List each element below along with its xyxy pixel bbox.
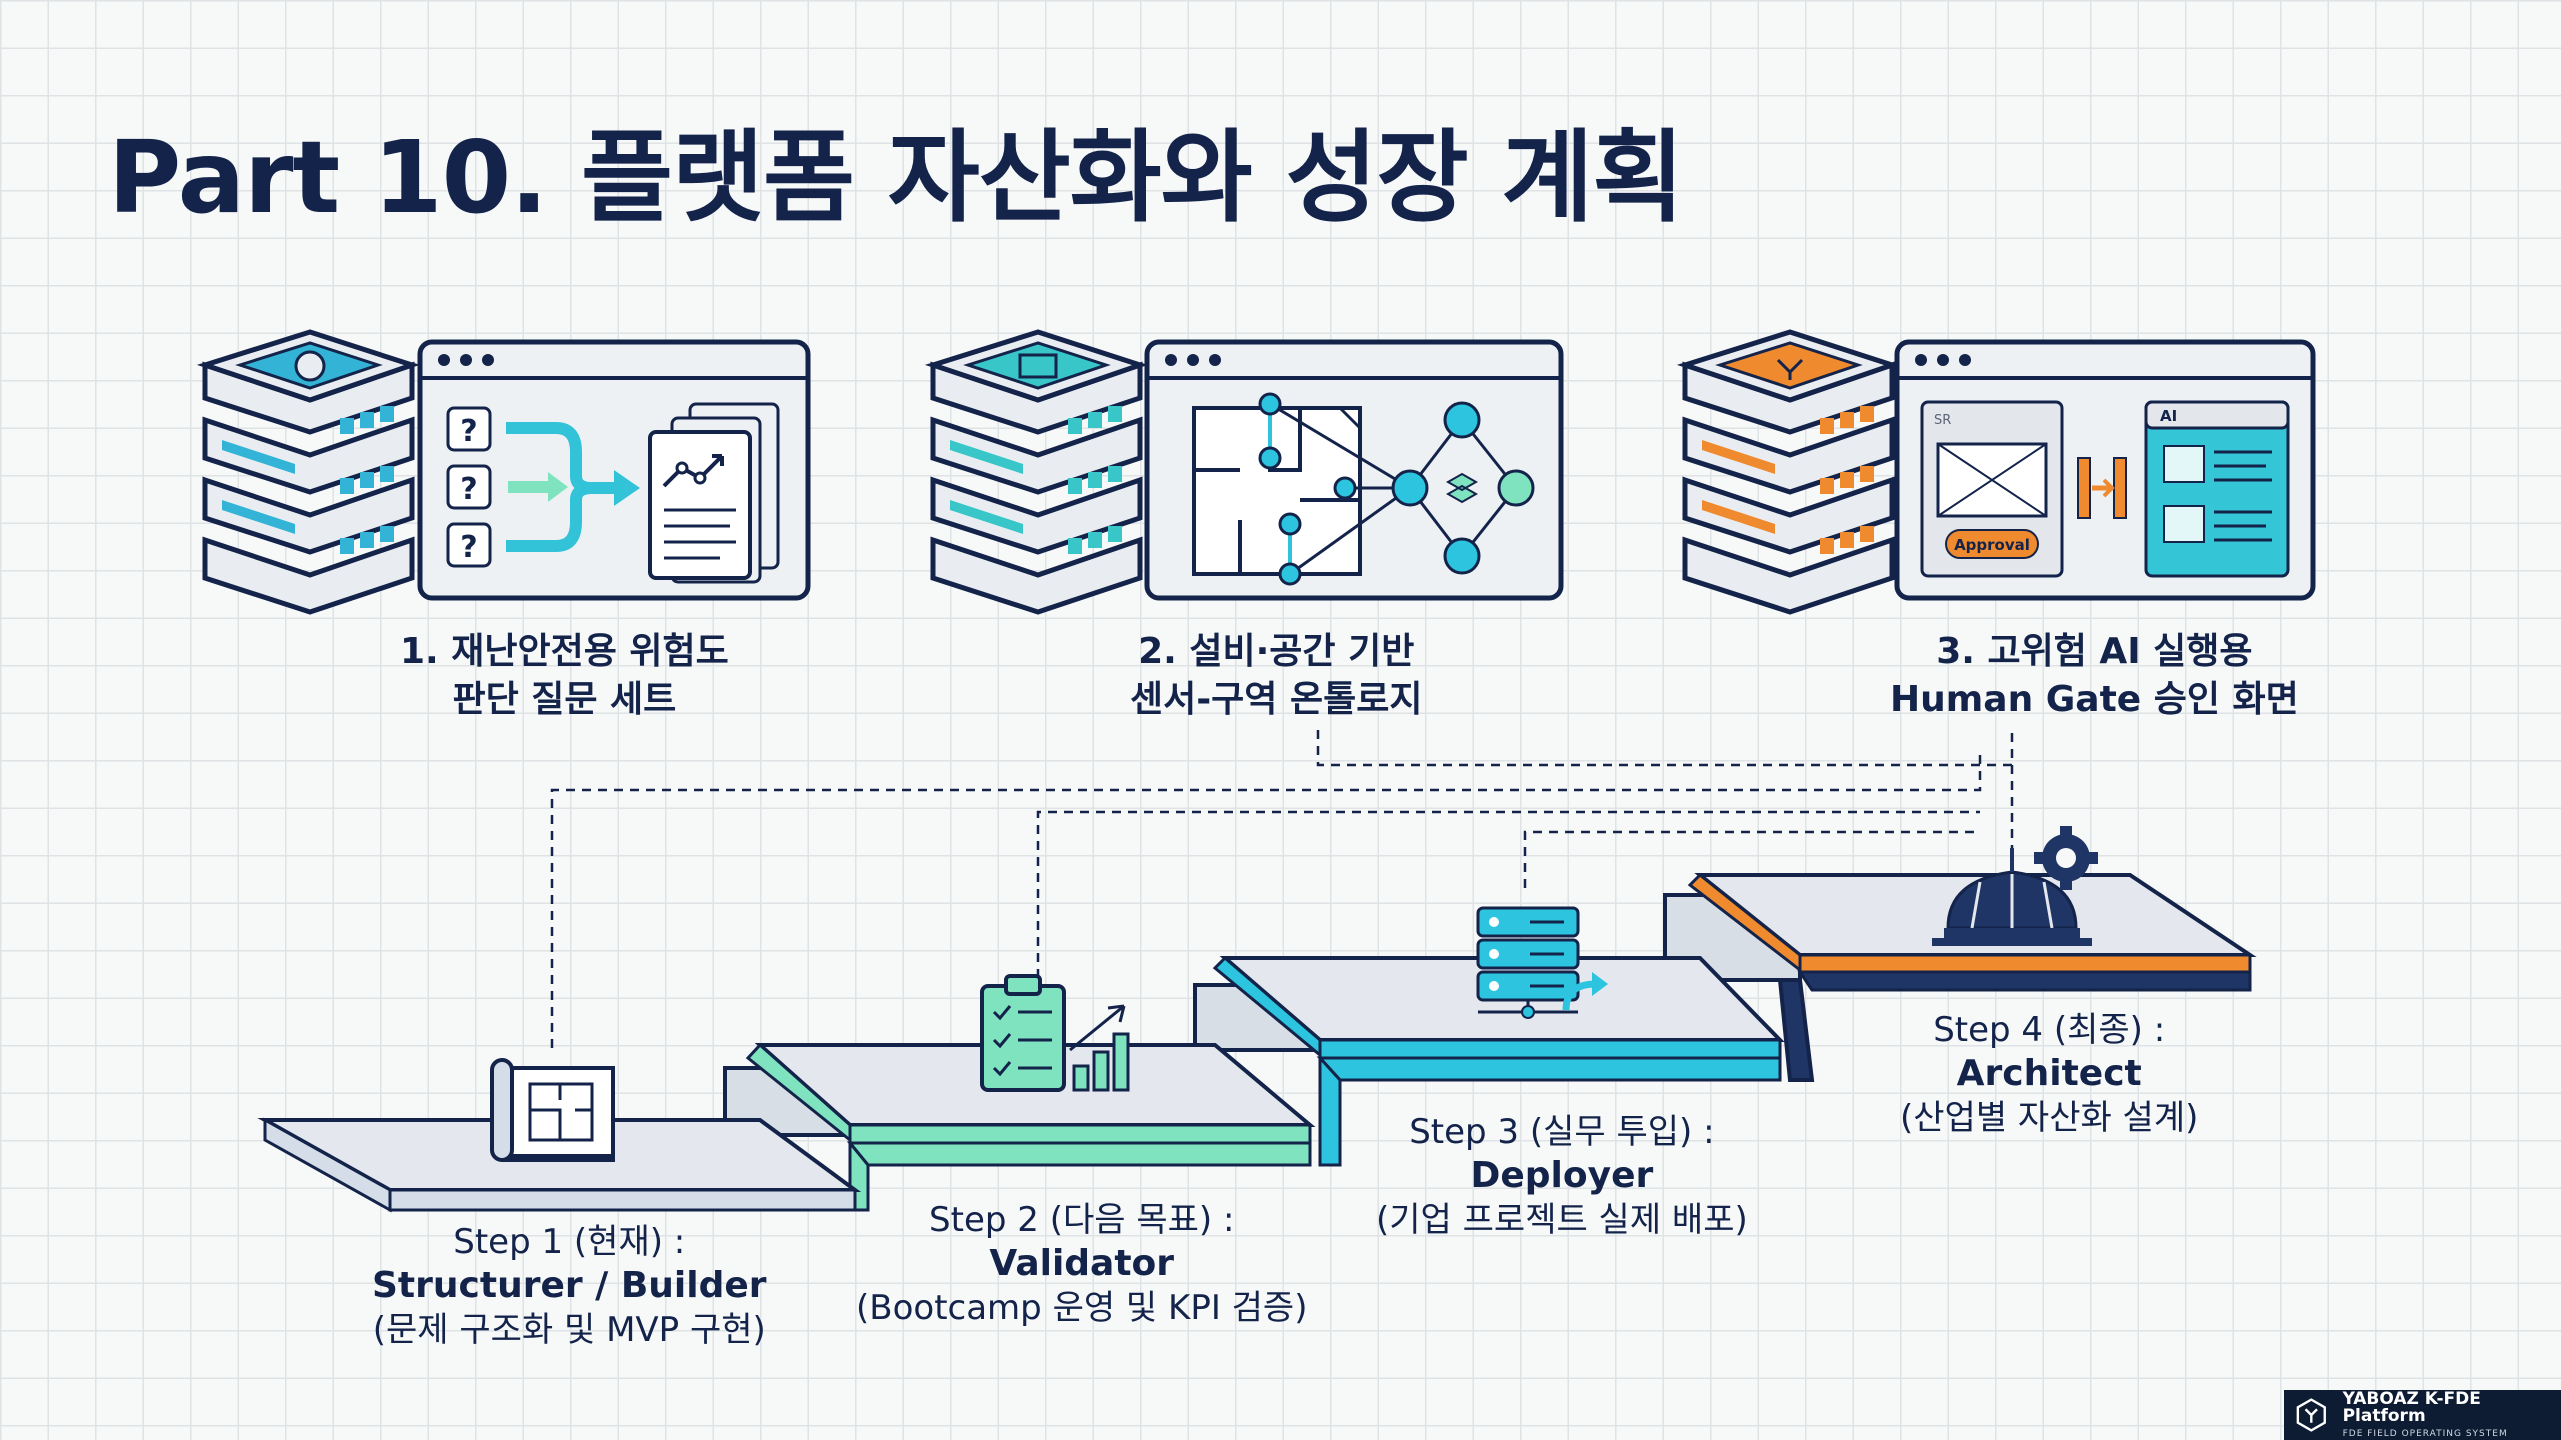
step-3-label: Step 3 (실무 투입) : Deployer (기업 프로젝트 실제 배포… xyxy=(1376,1112,1748,1240)
svg-text:?: ? xyxy=(460,530,477,565)
dashed-connectors xyxy=(550,730,2014,1048)
asset-3-server-stack-icon xyxy=(1676,329,1900,615)
asset-1-label: 1. 재난안전용 위험도 판단 질문 세트 xyxy=(400,631,729,720)
approval-screen-icon: SR Approval xyxy=(1920,400,2064,578)
svg-text:?: ? xyxy=(460,414,477,449)
footer-brand-badge: YABOAZ K-FDE Platform FDE FIELD OPERATIN… xyxy=(2284,1390,2561,1440)
footer-tagline: FDE FIELD OPERATING SYSTEM xyxy=(2342,1429,2508,1439)
step-4-label: Step 4 (최종) : Architect (산업별 자산화 설계) xyxy=(1900,1010,2199,1138)
approval-button-label: Approval xyxy=(1954,536,2030,554)
asset-3-window-panel: SR Approval AI xyxy=(1894,339,2316,601)
svg-text:?: ? xyxy=(460,472,477,507)
flow-arrow-icon xyxy=(506,422,640,552)
step-4-platform xyxy=(1663,872,2257,1082)
step-1-label: Step 1 (현재) : Structurer / Builder (문제 구… xyxy=(372,1222,767,1350)
human-gate-icon xyxy=(2077,457,2127,519)
floor-plan-icon xyxy=(1192,406,1362,576)
blueprint-icon xyxy=(490,1058,615,1162)
footer-brand: YABOAZ K-FDE Platform xyxy=(2342,1389,2481,1426)
dome-gear-icon xyxy=(1932,826,2098,946)
question-box-icon: ? ? ? xyxy=(446,406,492,568)
page-title: Part 10. 플랫폼 자산화와 성장 계획 xyxy=(108,119,1684,236)
asset-2-label: 2. 설비·공간 기반 센서-구역 온톨로지 xyxy=(1130,631,1423,720)
asset-2-window-panel xyxy=(1144,339,1564,601)
asset-3-label: 3. 고위험 AI 실행용 Human Gate 승인 화면 xyxy=(1890,631,2299,720)
asset-1-window-panel: ? ? ? xyxy=(417,339,811,601)
ai-screen-tag: AI xyxy=(2160,407,2177,425)
asset-1-server-stack-icon xyxy=(196,329,420,615)
ontology-graph-icon xyxy=(1258,392,1535,586)
checklist-growth-icon xyxy=(980,974,1130,1092)
asset-2-server-stack-icon xyxy=(924,329,1148,615)
ai-screen-icon: AI xyxy=(2144,400,2290,578)
approval-left-tag: SR xyxy=(1934,413,1951,428)
report-documents-icon xyxy=(648,402,780,584)
brand-logo-icon xyxy=(2296,1398,2326,1432)
deploy-server-icon xyxy=(1476,906,1608,1019)
step-2-label: Step 2 (다음 목표) : Validator (Bootcamp 운영 … xyxy=(856,1200,1308,1328)
